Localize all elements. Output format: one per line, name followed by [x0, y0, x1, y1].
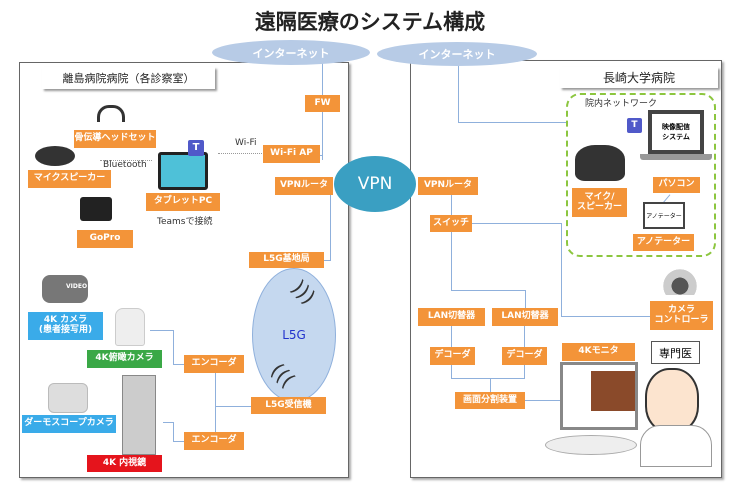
connector: [561, 316, 650, 317]
connector: [458, 66, 459, 122]
decoder-box: デコーダ: [502, 347, 547, 365]
connector: [318, 155, 323, 156]
mic-speaker-box: マイクスピーカー: [28, 170, 111, 188]
mic-speaker-label: マイク/: [584, 191, 615, 202]
encoder-box: エンコーダ: [184, 432, 244, 450]
mic-speaker-right-box: マイク/ スピーカー: [572, 188, 627, 217]
doctor-coat: [640, 425, 712, 467]
l5g-receiver-box: L5G受信機: [251, 397, 326, 414]
tablet-icon: [158, 152, 208, 190]
4k-camera-box: 4K カメラ (患者接写用): [28, 312, 103, 340]
bluetooth-label: Bluetooth: [103, 160, 147, 170]
remote-hospital-panel: [19, 62, 349, 478]
endoscope-box: 4K 内視鏡: [87, 455, 162, 472]
vpn-router-right-box: VPNルータ: [418, 177, 478, 195]
laptop-icon: 映像配信 システム: [648, 110, 704, 154]
desk-icon: [545, 435, 637, 455]
l5g-area: L5G: [252, 268, 336, 402]
teams-icon: T: [188, 140, 204, 156]
mic-speaker-sublabel: スピーカー: [576, 201, 622, 212]
connector: [173, 422, 174, 441]
bluetooth-link: [100, 160, 152, 161]
camera-controller-box: カメラ コントローラ: [650, 301, 713, 330]
firewall-box: FW: [305, 95, 340, 112]
remote-hospital-label: 離島病院病院（各診察室）: [42, 67, 215, 89]
connector: [451, 290, 525, 291]
connector: [451, 195, 452, 290]
connector: [163, 422, 173, 423]
l5g-base-station-box: L5G基地局: [249, 252, 324, 268]
connector: [324, 260, 331, 261]
connector: [490, 378, 491, 392]
dermoscope-box: ダーモスコープカメラ: [22, 415, 116, 433]
connector: [330, 195, 331, 260]
laptop-base: [640, 154, 712, 160]
hospital-network-label: 院内ネットワーク: [585, 99, 658, 109]
connector: [458, 122, 566, 123]
connector: [525, 400, 562, 401]
video-camera-icon: VIDEO: [42, 275, 88, 303]
pc-box: パソコン: [653, 177, 700, 193]
screen-splitter-box: 画面分割装置: [455, 392, 525, 409]
camera-controller-sublabel: コントローラ: [654, 314, 709, 325]
connector: [561, 223, 562, 316]
connector: [173, 330, 174, 364]
connector: [525, 290, 526, 308]
internet-cloud-right: インターネット: [377, 42, 537, 66]
4k-monitor-box: 4Kモニタ: [562, 343, 635, 361]
wifi-label: Wi-Fi: [235, 138, 257, 148]
monitor-icon: [560, 362, 638, 430]
connector: [215, 406, 251, 407]
lan-switcher-box: LAN切替器: [418, 308, 485, 326]
connector: [472, 223, 561, 224]
internet-cloud-left: インターネット: [212, 40, 370, 65]
connector: [451, 378, 525, 379]
annotator-tablet-icon: アノテーター: [643, 202, 685, 229]
video-system-label: 映像配信: [662, 123, 690, 131]
camera-controller-label: カメラ: [667, 304, 695, 315]
specialist-label: 専門医: [651, 341, 700, 364]
gopro-camera-icon: [80, 197, 112, 221]
4k-camera-sublabel: (患者接写用): [38, 325, 93, 335]
connector: [173, 364, 184, 365]
dermoscope-camera-icon: [48, 383, 88, 413]
university-hospital-panel: [410, 60, 722, 478]
headset-box: 骨伝導ヘッドセット: [74, 130, 156, 148]
hospital-network-area: [566, 93, 716, 257]
conference-speaker-icon: [575, 145, 625, 181]
teams-icon: T: [627, 118, 642, 133]
wifi-ap-box: Wi-Fi AP: [263, 145, 320, 163]
ptz-camera-icon: [115, 308, 145, 346]
vpn-cloud: VPN: [334, 156, 416, 212]
joystick-icon: [662, 265, 698, 295]
switch-box: スイッチ: [430, 215, 472, 232]
wifi-link: [218, 153, 264, 154]
university-hospital-label: 長崎大学病院: [560, 67, 718, 88]
endoscope-tower-icon: [122, 375, 156, 455]
video-system-sublabel: システム: [662, 133, 690, 141]
vpn-router-left-box: VPNルータ: [275, 177, 333, 195]
overview-camera-box: 4K俯瞰カメラ: [87, 350, 162, 368]
4k-camera-label: 4K カメラ: [43, 315, 88, 326]
endoscope-image-grid: [591, 371, 635, 411]
decoder-box: デコーダ: [430, 347, 475, 365]
gopro-box: GoPro: [77, 230, 133, 248]
diagram-title: 遠隔医療のシステム構成: [254, 10, 486, 34]
annotator-box: アノテーター: [633, 234, 694, 251]
lan-switcher-box: LAN切替器: [492, 308, 558, 326]
connector: [173, 441, 184, 442]
teams-note: Teamsで接続: [157, 217, 213, 227]
connector: [215, 373, 216, 432]
connector: [150, 330, 173, 331]
video-badge: VIDEO: [66, 283, 88, 290]
encoder-box: エンコーダ: [184, 355, 244, 373]
headset-icon: [97, 105, 125, 122]
doctor-illustration: [645, 368, 699, 432]
tablet-box: タブレットPC: [146, 193, 220, 211]
speakerphone-icon: [35, 146, 75, 166]
